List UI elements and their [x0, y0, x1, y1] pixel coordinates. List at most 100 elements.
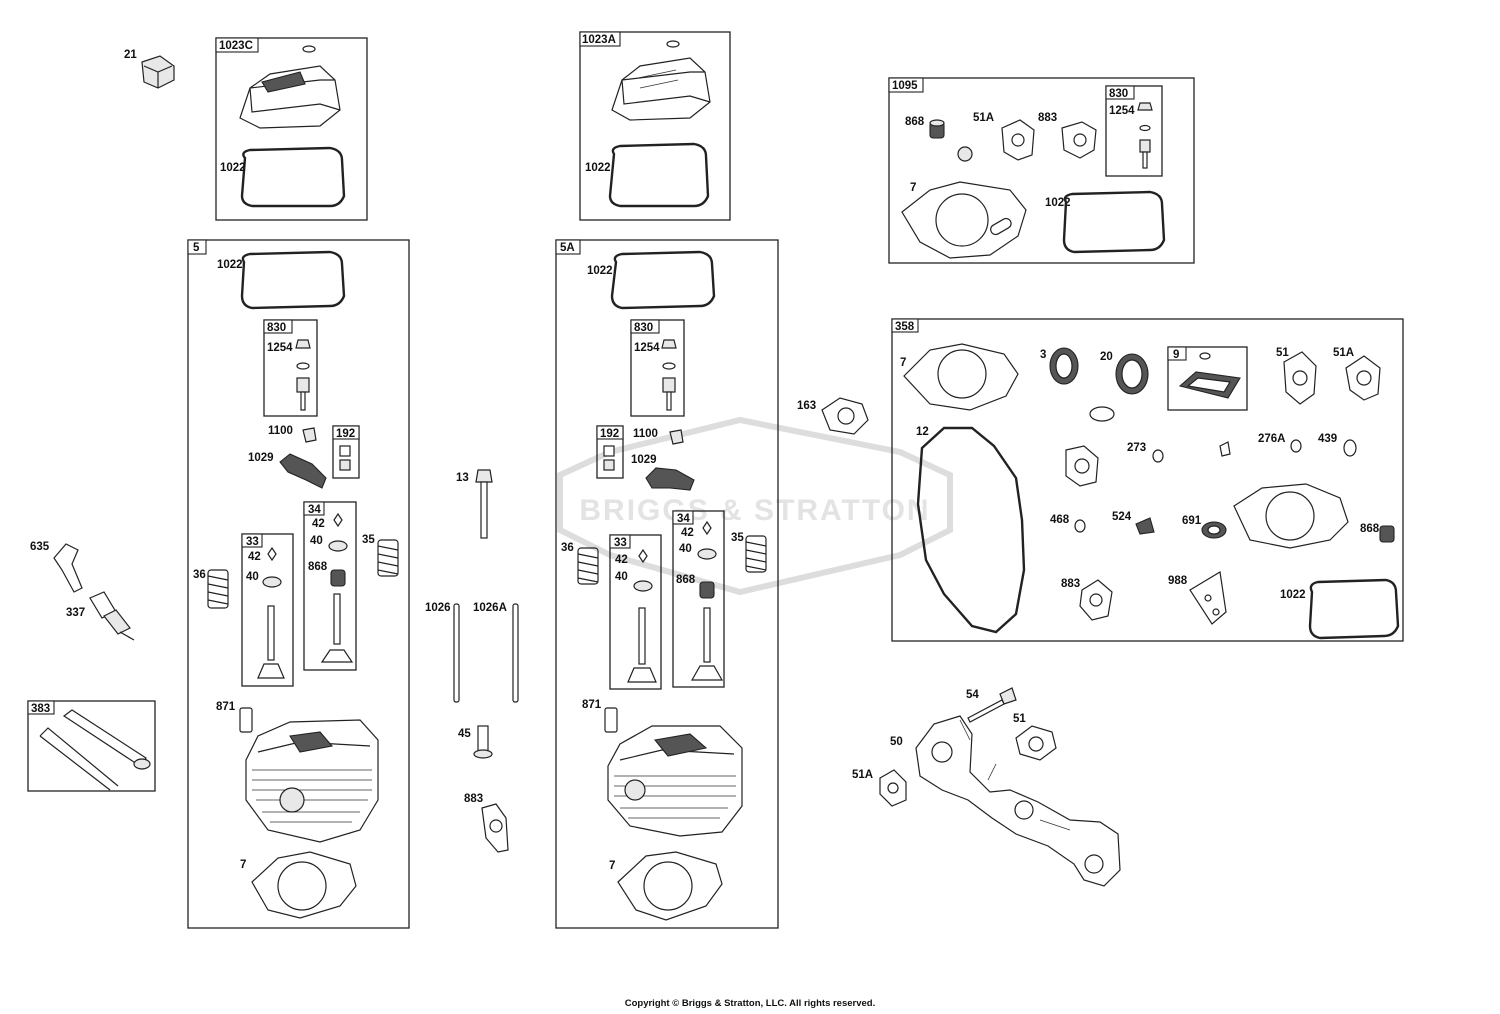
part-337-spark-plug[interactable] — [89, 591, 135, 641]
tag-34-5a — [672, 510, 694, 525]
part-42-keeper-34-5[interactable] — [333, 512, 343, 528]
part-830-stud-5a[interactable] — [661, 339, 677, 411]
part-7-head-gasket-1095[interactable] — [901, 181, 1027, 259]
part-valve-cover-1023c[interactable] — [239, 65, 341, 129]
part-3-oil-seal[interactable] — [1049, 347, 1079, 385]
part-7-head-gasket-5a[interactable] — [617, 851, 723, 921]
part-868-seal-358[interactable] — [1379, 525, 1395, 543]
part-50-intake-manifold[interactable] — [915, 715, 1121, 887]
label-13: 13 — [456, 472, 469, 484]
label-1022-358: 1022 — [1280, 589, 1306, 601]
part-635-spark-plug-boot[interactable] — [53, 543, 83, 593]
part-42-keeper-33-5a[interactable] — [638, 548, 648, 564]
part-383-spark-plug-wrench[interactable] — [39, 709, 151, 791]
part-871-dowel-5a[interactable] — [604, 707, 618, 733]
part-valve-33-5[interactable] — [257, 605, 285, 679]
part-1100-5a[interactable] — [669, 429, 684, 445]
part-830-stud-1095[interactable] — [1137, 102, 1153, 169]
part-21-oil-cap[interactable] — [141, 55, 175, 89]
part-830-stud-5[interactable] — [295, 339, 311, 411]
part-1022-gasket-a[interactable] — [240, 146, 346, 208]
part-871-dowel-5[interactable] — [239, 707, 253, 733]
tag-5-text: 5 — [193, 242, 200, 254]
part-42-keeper-34-5a[interactable] — [702, 520, 712, 536]
part-51a-gasket-bot[interactable] — [879, 769, 907, 807]
part-1022-gasket-5[interactable] — [240, 250, 346, 310]
tag-1023a — [579, 31, 621, 47]
group-358-box — [891, 318, 1404, 642]
part-cylinder-head-5[interactable] — [245, 719, 379, 843]
part-192-5a[interactable] — [603, 445, 615, 471]
part-691-seal[interactable] — [1201, 521, 1227, 539]
part-1100-5[interactable] — [302, 427, 317, 443]
part-51a-gasket-358[interactable] — [1345, 355, 1381, 401]
part-1026a-pushrod[interactable] — [512, 603, 519, 703]
tag-383-text: 383 — [31, 703, 50, 715]
part-1029-rocker-arm-5a[interactable] — [645, 467, 695, 491]
part-20-oil-seal[interactable] — [1115, 353, 1149, 395]
part-pin[interactable] — [1219, 441, 1231, 457]
part-9-washer[interactable] — [1199, 352, 1211, 360]
part-868-seal-1095[interactable] — [929, 119, 945, 139]
part-1022-gasket-1095[interactable] — [1062, 190, 1166, 254]
label-36-5a: 36 — [561, 542, 574, 554]
part-36-spring-5[interactable] — [207, 569, 229, 609]
label-7-5: 7 — [240, 859, 246, 871]
part-washer[interactable] — [302, 45, 316, 53]
part-1022-gasket-5a[interactable] — [610, 250, 716, 310]
part-273[interactable] — [1152, 449, 1164, 463]
part-13-bolt[interactable] — [475, 469, 493, 539]
part-valve-33-5a[interactable] — [627, 607, 657, 683]
part-gear[interactable] — [957, 146, 973, 162]
part-1022-gasket-b[interactable] — [608, 142, 710, 208]
part-883-gasket-mid[interactable] — [481, 803, 509, 853]
label-40-33-5: 40 — [246, 571, 259, 583]
part-192-5[interactable] — [339, 445, 351, 471]
part-276a[interactable] — [1290, 439, 1302, 453]
part-valve-34-5a[interactable] — [690, 607, 724, 681]
part-988-plate[interactable] — [1189, 571, 1227, 625]
part-1029-rocker-arm-5[interactable] — [279, 453, 327, 489]
tag-192-5a — [596, 425, 624, 440]
label-1254-1095: 1254 — [1109, 105, 1135, 117]
tag-9-text: 9 — [1173, 349, 1179, 361]
part-40-retainer-34-5[interactable] — [328, 540, 348, 552]
part-883-gasket-358[interactable] — [1079, 579, 1113, 621]
label-1029-5a: 1029 — [631, 454, 657, 466]
part-35-spring-5a[interactable] — [745, 535, 767, 573]
part-45-guide[interactable] — [473, 725, 493, 759]
part-42-keeper-33-5[interactable] — [267, 546, 277, 562]
part-40-retainer-34-5a[interactable] — [697, 548, 717, 560]
tag-192-5 — [332, 425, 360, 440]
part-868-seal-5a[interactable] — [699, 581, 715, 599]
part-7-head-gasket-358[interactable] — [903, 343, 1019, 411]
part-washer-a[interactable] — [666, 40, 680, 48]
part-883-gasket-1095[interactable] — [1061, 121, 1097, 159]
part-gasket-right[interactable] — [1233, 483, 1349, 549]
part-868-seal-5[interactable] — [330, 569, 346, 587]
part-valve-cover-1023a[interactable] — [611, 57, 711, 121]
part-54-bolt[interactable] — [967, 687, 1017, 723]
part-51a-gasket-1095[interactable] — [1001, 119, 1035, 161]
part-valve-34-5[interactable] — [320, 593, 354, 663]
part-1026-pushrod[interactable] — [453, 603, 460, 703]
part-524-plug[interactable] — [1135, 517, 1155, 535]
part-12-crankcase-gasket[interactable] — [916, 426, 1026, 634]
part-1022-gasket-358[interactable] — [1308, 578, 1400, 640]
part-cylinder-head-5a[interactable] — [607, 725, 743, 837]
part-439[interactable] — [1343, 439, 1357, 457]
part-gasket-center[interactable] — [1065, 445, 1099, 487]
label-12: 12 — [916, 426, 929, 438]
part-163-gasket[interactable] — [821, 397, 869, 435]
label-42-33-5: 42 — [248, 551, 261, 563]
label-439: 439 — [1318, 433, 1337, 445]
part-51-gasket-358[interactable] — [1283, 351, 1317, 405]
part-ring[interactable] — [1089, 406, 1115, 422]
part-40-retainer-33-5[interactable] — [262, 576, 282, 588]
part-7-head-gasket-5[interactable] — [251, 851, 357, 919]
part-40-retainer-33-5a[interactable] — [633, 580, 653, 592]
part-468[interactable] — [1074, 519, 1086, 533]
part-51-gasket-bot[interactable] — [1015, 725, 1057, 761]
part-35-spring-5[interactable] — [377, 539, 399, 577]
part-36-spring-5a[interactable] — [577, 547, 599, 585]
